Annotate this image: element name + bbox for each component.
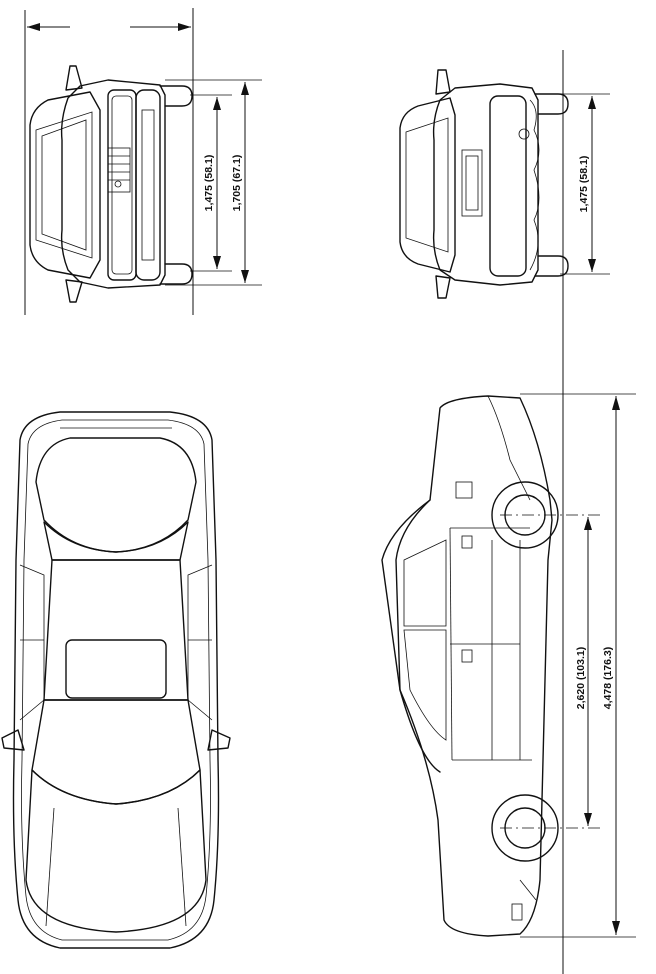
rear-track-label: 1,475 (58.1) bbox=[578, 156, 590, 213]
front-view bbox=[24, 8, 262, 315]
side-view bbox=[381, 393, 636, 938]
overall-width-label: 1,705 (67.1) bbox=[231, 155, 243, 212]
front-track-label: 1,475 (58.1) bbox=[203, 155, 215, 212]
rear-view bbox=[399, 50, 610, 974]
wheelbase-label: 2,620 (103.1) bbox=[575, 647, 587, 709]
top-view bbox=[1, 411, 231, 949]
overall-length-label: 4,478 (176.3) bbox=[602, 647, 614, 709]
